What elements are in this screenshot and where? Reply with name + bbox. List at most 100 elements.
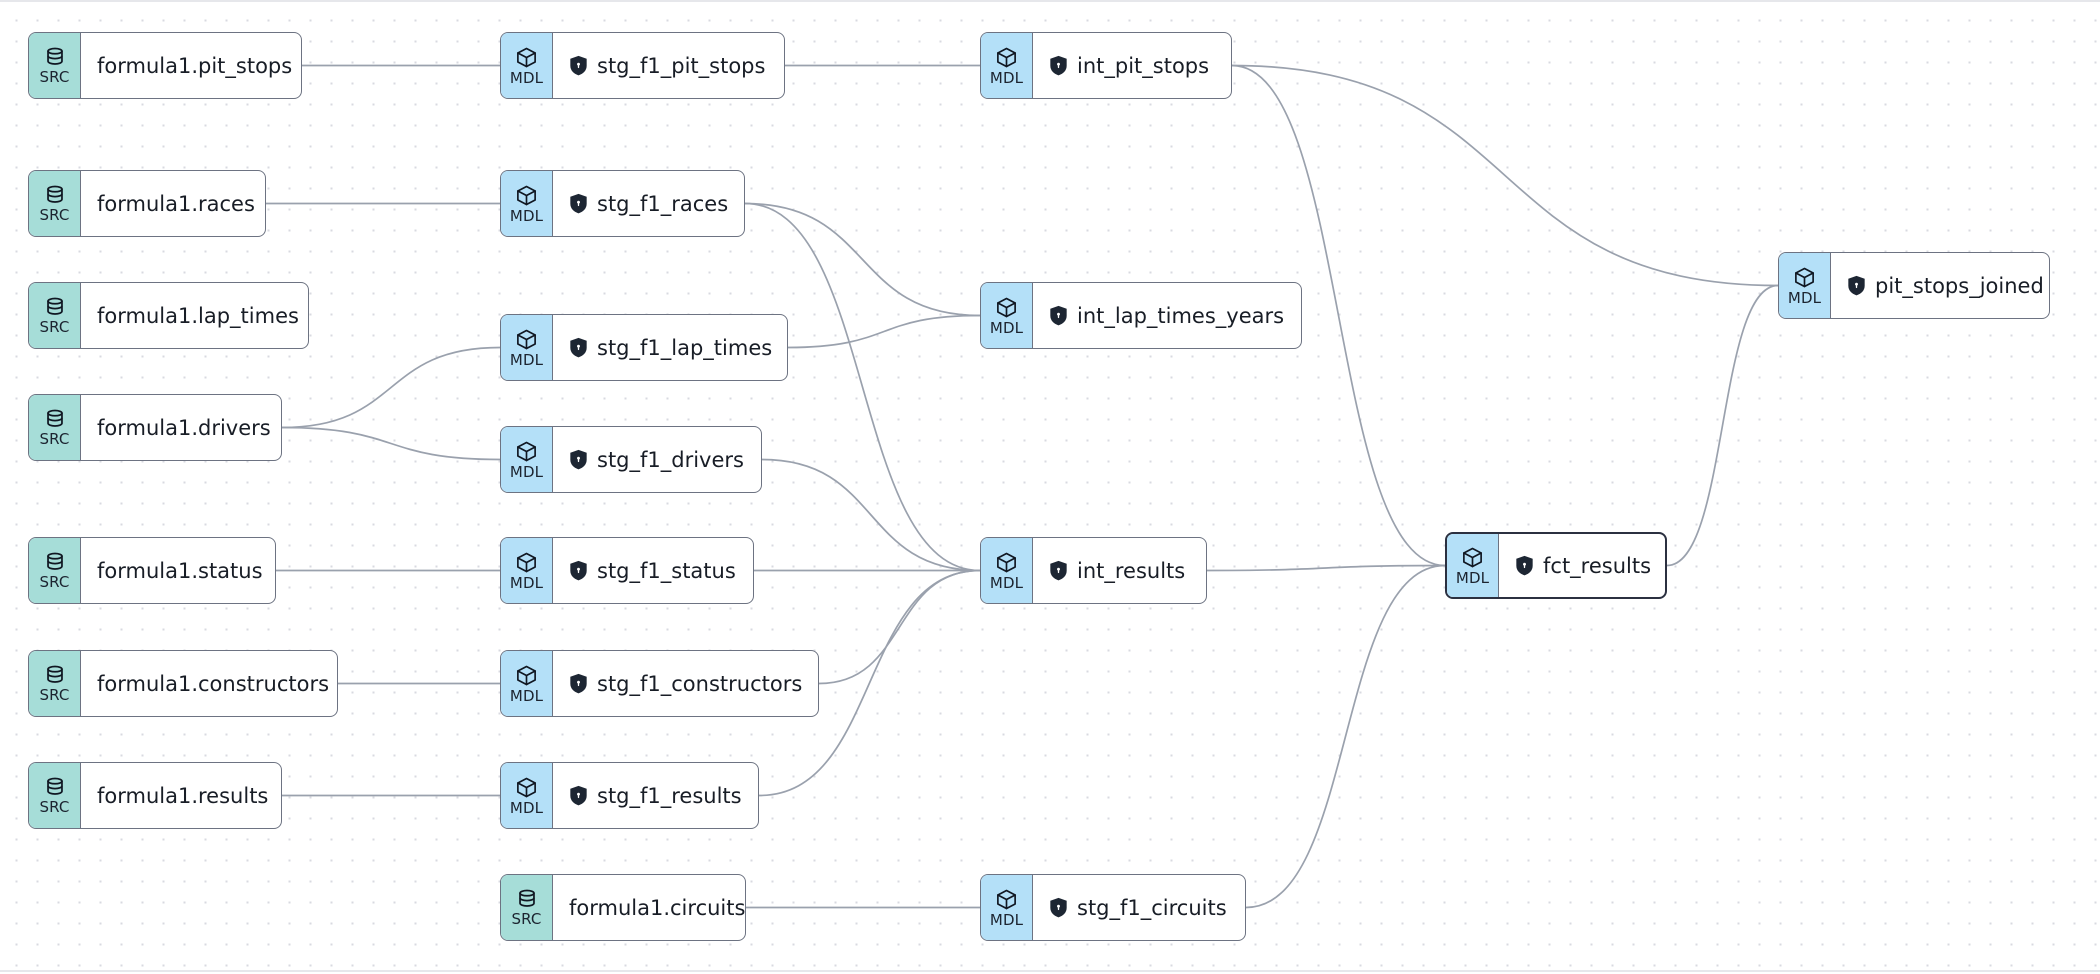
node-label: int_pit_stops <box>1077 53 1210 78</box>
lineage-node-src_circuits[interactable]: SRC formula1.circuits <box>500 874 746 941</box>
node-kind-tag: SRC <box>39 68 70 86</box>
node-label: int_results <box>1077 558 1186 583</box>
shield-icon <box>569 785 588 806</box>
node-label: formula1.pit_stops <box>97 53 293 78</box>
node-label: formula1.circuits <box>569 895 746 920</box>
node-label: formula1.races <box>97 191 255 216</box>
shield-icon <box>1847 275 1866 296</box>
node-body: stg_f1_races <box>553 171 744 236</box>
database-icon <box>516 888 538 910</box>
model-badge: MDL <box>501 763 553 828</box>
shield-icon <box>570 55 587 76</box>
cube-icon <box>995 888 1018 911</box>
node-label: stg_f1_races <box>597 191 729 216</box>
node-kind-tag: SRC <box>39 798 70 816</box>
node-kind-tag: MDL <box>989 68 1024 87</box>
node-kind-tag: SRC <box>39 573 70 591</box>
database-icon <box>44 551 66 573</box>
cube-icon <box>995 46 1018 69</box>
cube-icon <box>515 46 538 69</box>
source-badge: SRC <box>29 171 81 236</box>
node-kind-tag: SRC <box>39 206 70 224</box>
shield-icon <box>570 673 587 694</box>
database-icon <box>44 46 66 68</box>
lineage-edge <box>744 202 981 317</box>
node-body: formula1.constructors <box>81 651 337 716</box>
node-body: formula1.circuits <box>553 875 746 940</box>
lineage-node-int_pit_stops[interactable]: MDL int_pit_stops <box>980 32 1232 99</box>
node-kind-tag: MDL <box>989 573 1024 592</box>
model-badge: MDL <box>501 171 553 236</box>
model-badge: MDL <box>501 538 553 603</box>
node-label: int_lap_times_years <box>1077 303 1285 328</box>
lineage-node-src_races[interactable]: SRC formula1.races <box>28 170 266 237</box>
cube-icon <box>995 296 1018 319</box>
node-body: formula1.results <box>81 763 281 828</box>
lineage-node-src_lap_times[interactable]: SRC formula1.lap_times <box>28 282 309 349</box>
node-body: stg_f1_lap_times <box>553 315 787 380</box>
node-body: int_lap_times_years <box>1033 283 1301 348</box>
database-icon <box>44 776 66 798</box>
shield-icon <box>570 785 587 806</box>
lineage-node-int_results[interactable]: MDL int_results <box>980 537 1207 604</box>
cube-icon <box>515 184 538 207</box>
node-body: pit_stops_joined <box>1831 253 2049 318</box>
lineage-node-src_results[interactable]: SRC formula1.results <box>28 762 282 829</box>
lineage-node-stg_races[interactable]: MDL stg_f1_races <box>500 170 745 237</box>
model-badge: MDL <box>501 427 553 492</box>
shield-icon <box>1049 560 1068 581</box>
shield-icon <box>1049 305 1068 326</box>
node-label: stg_f1_lap_times <box>597 335 773 360</box>
cube-icon <box>515 776 538 799</box>
node-kind-tag: SRC <box>39 430 70 448</box>
node-body: int_pit_stops <box>1033 33 1231 98</box>
shield-icon <box>1049 55 1068 76</box>
node-label: formula1.drivers <box>97 415 271 440</box>
lineage-edge <box>787 314 981 349</box>
node-body: formula1.lap_times <box>81 283 308 348</box>
node-kind-tag: SRC <box>39 318 70 336</box>
shield-icon <box>1050 305 1067 326</box>
node-body: fct_results <box>1499 534 1665 597</box>
node-label: stg_f1_circuits <box>1077 895 1227 920</box>
lineage-edge <box>818 569 981 685</box>
node-kind-tag: MDL <box>509 573 544 592</box>
lineage-node-src_pit_stops[interactable]: SRC formula1.pit_stops <box>28 32 302 99</box>
shield-icon <box>569 449 588 470</box>
lineage-node-src_drivers[interactable]: SRC formula1.drivers <box>28 394 282 461</box>
shield-icon <box>570 193 587 214</box>
lineage-edge <box>1245 564 1446 909</box>
node-kind-tag: MDL <box>509 68 544 87</box>
model-badge: MDL <box>981 538 1033 603</box>
shield-icon <box>1050 897 1067 918</box>
source-badge: SRC <box>29 395 81 460</box>
model-badge: MDL <box>1779 253 1831 318</box>
database-icon <box>44 184 66 206</box>
node-body: stg_f1_constructors <box>553 651 818 716</box>
node-kind-tag: MDL <box>1787 288 1822 307</box>
model-badge: MDL <box>501 33 553 98</box>
source-badge: SRC <box>29 763 81 828</box>
source-badge: SRC <box>29 283 81 348</box>
lineage-node-pit_stops_joined[interactable]: MDL pit_stops_joined <box>1778 252 2050 319</box>
shield-icon <box>569 55 588 76</box>
lineage-edge <box>281 346 501 429</box>
lineage-edge <box>1666 284 1779 567</box>
node-kind-tag: SRC <box>511 910 542 928</box>
node-body: stg_f1_results <box>553 763 758 828</box>
shield-icon <box>1049 897 1068 918</box>
node-body: int_results <box>1033 538 1206 603</box>
